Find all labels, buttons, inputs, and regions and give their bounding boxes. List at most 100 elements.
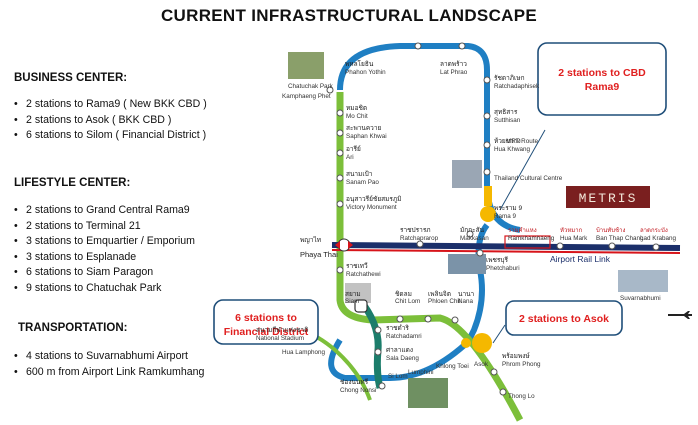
kamphaeng-phet-label: Kamphaeng Phet — [282, 93, 331, 100]
suvarnabhumi-photo — [618, 270, 668, 292]
rama9-project-marker — [480, 206, 496, 222]
siam-thai: สยาม — [345, 291, 361, 298]
thong-lo-label: Thong Lo — [508, 393, 535, 400]
metris-logo-text: METRIS — [579, 191, 638, 206]
thailand-cultural-centre-label: Thailand Cultural Centre — [494, 175, 563, 182]
phahon-yothin-label: Phahon Yothin — [345, 69, 386, 76]
phetchaburi-label: Phetchaburi — [486, 265, 520, 272]
list-item: 4 stations to Suvarnabhumi Airport — [14, 349, 204, 365]
chatuchak-photo — [288, 52, 324, 79]
list-item: 3 stations to Esplanade — [14, 250, 195, 266]
ratchathewi-label: Ratchathewi — [346, 271, 381, 278]
lad-krabang-label: Lad Krabang — [640, 235, 677, 242]
victory-monument-label: Victory Monument — [346, 204, 397, 211]
ban-thap-chang-label: Ban Thap Chang — [596, 235, 644, 242]
lat-phrao-label: Lat Phrao — [440, 69, 468, 76]
asok-project-marker — [472, 333, 492, 353]
list-item: 2 stations to Terminal 21 — [14, 219, 195, 235]
ratchathewi-thai: ราชเทวี — [346, 262, 368, 270]
khlong-toei-label: Khlong Toei — [436, 363, 469, 370]
hua-lamphong-label: Hua Lamphong — [282, 349, 326, 356]
rama9-project-bar — [484, 186, 492, 206]
ratchadaphisek-label: Ratchadaphisek — [494, 83, 540, 90]
national-stadium-label: National Stadium — [256, 335, 304, 342]
hua-mak-label: Hua Mark — [560, 235, 588, 242]
ratchaprarop-label: Ratchaprarop — [400, 235, 439, 242]
list-item: 600 m from Airport Link Ramkumhang — [14, 365, 204, 381]
lat-phrao-thai: ลาดพร้าว — [440, 60, 467, 68]
rama9-label: Rama 9 — [494, 213, 517, 220]
huai-khwang-thai: ห้วยขวาง — [494, 137, 521, 145]
cbd-callout-line2: Rama9 — [585, 81, 620, 93]
asok-callout-pointer — [492, 324, 506, 344]
sala-daeng-thai: ศาลาแดง — [386, 347, 413, 354]
cbd-callout-pointer — [499, 129, 546, 211]
lad-krabang-thai: ลาดกระบัง — [640, 227, 668, 234]
ratchadamri-thai: ราชดำริ — [386, 324, 409, 332]
asok-callout — [505, 300, 623, 336]
sala-daeng-label: Sala Daeng — [386, 355, 419, 362]
chong-nonsi-label: Chong Nonsi — [340, 387, 376, 394]
bts-silom-line — [357, 297, 384, 389]
makkasan-label: Makkasan — [460, 235, 489, 242]
rama9-thai: พระราม 9 — [494, 205, 522, 212]
suvarnabhumi-label: Suvarnabhumi — [620, 295, 661, 302]
cbd-callout — [537, 42, 667, 116]
mo-chit-thai: หมอชิต — [346, 104, 367, 112]
chit-lom-label: Chit Lom — [395, 298, 420, 305]
ari-thai: อารีย์ — [346, 145, 361, 153]
chatuchak-park-label: Chatuchak Park — [288, 83, 334, 90]
list-item: 9 stations to Chatuchak Park — [14, 281, 195, 297]
phloen-chit-thai: เพลินจิต — [428, 290, 451, 298]
financial-callout-line1: 6 stations to — [235, 312, 297, 324]
transportation-heading: TRANSPORTATION: — [18, 322, 128, 334]
lifestyle-center-list: 2 stations to Grand Central Rama9 2 stat… — [14, 203, 195, 297]
phrom-phong-label: Phrom Phong — [502, 361, 541, 368]
mrt-route-label: MRT Route — [506, 138, 538, 145]
business-center-list: 2 stations to Rama9 ( New BKK CBD ) 2 st… — [14, 97, 207, 144]
financial-callout-line2: Financial District — [224, 326, 309, 338]
ratchadamri-label: Ratchadamri — [386, 333, 422, 340]
list-item: 2 stations to Grand Central Rama9 — [14, 203, 195, 219]
list-item: 3 stations to Emquartier / Emporium — [14, 234, 195, 250]
sutthisan-thai: สุทธิสาร — [494, 108, 518, 116]
saphan-khwai-label: Saphan Khwai — [346, 133, 387, 140]
hua-mak-thai: หัวหมาก — [560, 227, 583, 234]
page-title: CURRENT INFRASTRUCTURAL LANDSCAPE — [160, 6, 538, 25]
nana-thai: นานา — [458, 291, 475, 298]
ratchaprarop-thai: ราชปรารภ — [400, 227, 431, 234]
transportation-list: 4 stations to Suvarnabhumi Airport 600 m… — [14, 349, 204, 380]
lifestyle-center-heading: LIFESTYLE CENTER: — [14, 177, 131, 189]
siam-photo — [345, 283, 371, 303]
building-photo — [452, 160, 482, 188]
sanam-pao-label: Sanam Pao — [346, 179, 379, 186]
ratchadaphisek-thai: รัชดาภิเษก — [494, 74, 525, 82]
financial-district-callout — [213, 299, 319, 345]
cbd-callout-line1: 2 stations to CBD — [558, 67, 646, 79]
siam-interchange-icon — [354, 299, 368, 313]
list-item: 6 stations to Siam Paragon — [14, 265, 195, 281]
airport-rail-link-label: Airport Rail Link — [550, 254, 611, 264]
victory-monument-thai: อนุสาวรีย์ชัยสมรภูมิ — [346, 195, 401, 203]
phaya-thai-arrows-icon — [335, 241, 353, 249]
sutthisan-label: Sutthisan — [494, 117, 521, 124]
business-center-heading: BUSINESS CENTER: — [14, 72, 128, 84]
airport-rail-link-accent — [331, 249, 681, 254]
list-item: 6 stations to Silom ( Financial District… — [14, 128, 207, 144]
chit-lom-thai: ชิดลม — [395, 290, 412, 298]
si-lom-label: Si Lom — [388, 373, 408, 380]
list-item: 2 stations to Rama9 ( New BKK CBD ) — [14, 97, 207, 113]
ramkhamhaeng-highlight — [504, 235, 551, 249]
asok-callout-text: 2 stations to Asok — [519, 313, 609, 325]
ramkhamhaeng-label: Ramkhamhaeng — [508, 235, 555, 242]
airplane-icon — [668, 311, 692, 319]
lumphini-label: Lumphini — [408, 369, 434, 376]
ban-thap-chang-thai: บ้านทับช้าง — [596, 227, 625, 234]
national-stadium-thai: สนามกีฬาแห่งชาติ — [256, 326, 308, 334]
ramkhamhaeng-thai: รามคำแหง — [508, 227, 537, 234]
airport-rail-link-line — [331, 242, 681, 251]
siam-label: Siam — [345, 298, 359, 305]
metris-logo — [566, 186, 650, 208]
lumphini-photo — [408, 378, 448, 408]
